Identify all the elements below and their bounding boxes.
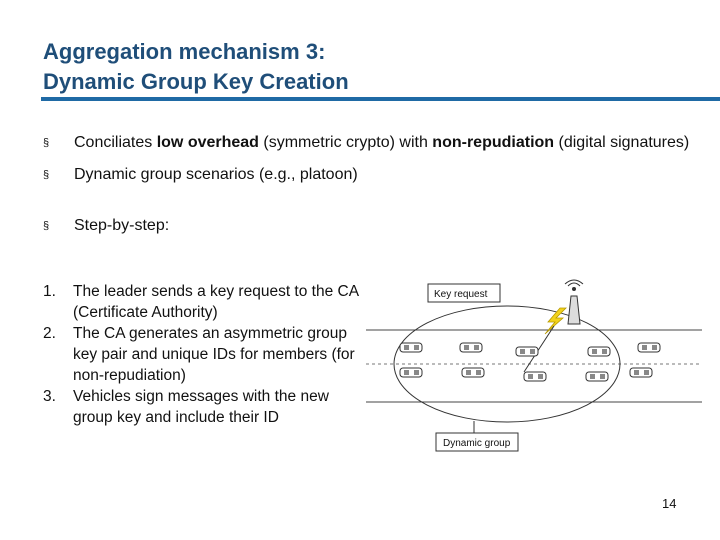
page-number: 14	[662, 496, 677, 511]
step-number: 1.	[43, 283, 56, 300]
step-list: 1. The leader sends a key request to the…	[43, 281, 363, 428]
vehicle-icon	[515, 346, 539, 357]
step-item-3: 3. Vehicles sign messages with the new g…	[43, 386, 363, 428]
title-line-1: Aggregation mechanism 3:	[43, 39, 326, 64]
bullet-marker: §	[43, 220, 50, 232]
title-underline	[41, 97, 720, 101]
step-text: The leader sends a key request to the CA…	[73, 283, 359, 321]
step-number: 2.	[43, 325, 56, 342]
bullet-marker: §	[43, 169, 50, 181]
step-item-2: 2. The CA generates an asymmetric group …	[43, 323, 363, 386]
step-number: 3.	[43, 388, 56, 405]
vehicle-icon	[637, 342, 661, 353]
step-item-1: 1. The leader sends a key request to the…	[43, 281, 363, 323]
dynamic-group-box	[435, 432, 519, 452]
vehicle-icon	[399, 342, 423, 353]
vehicle-icon	[585, 371, 609, 382]
key-request-label: Key request	[434, 289, 488, 300]
vehicle-icon	[399, 367, 423, 378]
bullet-marker: §	[43, 137, 50, 149]
vehicle-icon	[587, 346, 611, 357]
signal-line	[523, 325, 555, 373]
key-request-box	[427, 283, 501, 303]
bullet-item-overhead: § Conciliates low overhead (symmetric cr…	[43, 132, 703, 154]
dynamic-group-ellipse	[393, 305, 621, 423]
vehicle-icon	[461, 367, 485, 378]
vehicle-icon	[629, 367, 653, 378]
bullet-item-steps: § Step-by-step:	[43, 215, 703, 237]
bullet-text: Dynamic group scenarios (e.g., platoon)	[74, 166, 358, 183]
title-line-2: Dynamic Group Key Creation	[43, 69, 349, 94]
dynamic-group-label: Dynamic group	[443, 438, 511, 449]
step-text: The CA generates an asymmetric group key…	[73, 325, 355, 384]
bullet-text: Step-by-step:	[74, 217, 170, 234]
slide-title: Aggregation mechanism 3: Dynamic Group K…	[43, 37, 349, 97]
antenna-icon	[564, 279, 584, 325]
bullet-text: Conciliates low overhead (symmetric cryp…	[74, 134, 690, 151]
platoon-diagram: Key request Dynamic group	[366, 279, 702, 452]
bullet-list: § Conciliates low overhead (symmetric cr…	[43, 132, 703, 237]
vehicle-icon	[523, 371, 547, 382]
step-text: Vehicles sign messages with the new grou…	[73, 388, 329, 426]
vehicle-icon	[459, 342, 483, 353]
bullet-item-dynamic: § Dynamic group scenarios (e.g., platoon…	[43, 164, 703, 186]
